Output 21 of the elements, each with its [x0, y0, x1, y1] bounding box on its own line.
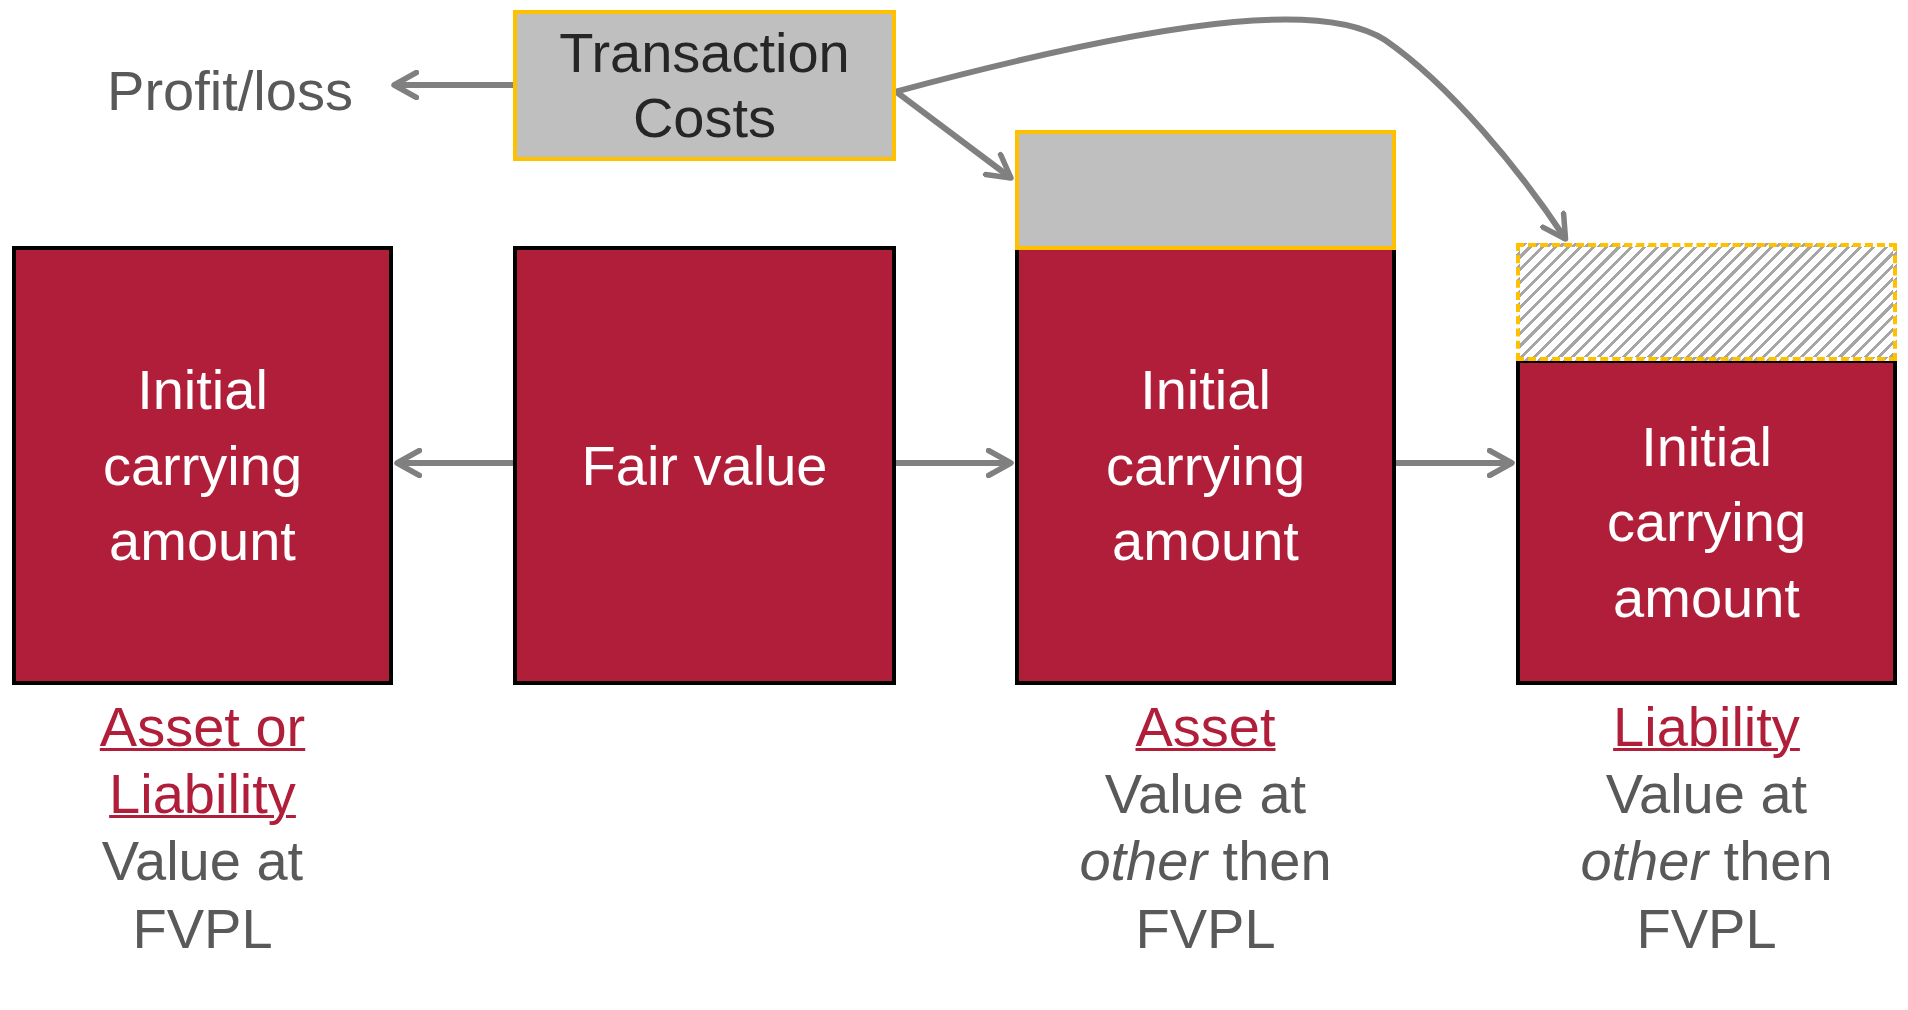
arrow [394, 447, 513, 479]
box-text: Initial carrying amount [1104, 357, 1307, 575]
measurement-note: Value at FVPL [100, 828, 305, 962]
box-text: Initial carrying amount [1605, 413, 1808, 631]
arrow [1396, 447, 1515, 479]
arrow [896, 447, 1014, 479]
hatched-box [1516, 243, 1897, 361]
cost-box [1015, 130, 1396, 250]
arrow [391, 69, 513, 101]
box-text: Transaction Costs [558, 21, 851, 150]
measurement-note: Value at other then FVPL [1078, 761, 1333, 962]
category-heading: Asset or Liability [98, 694, 307, 828]
text-label: Profit/loss [70, 50, 390, 130]
category-heading: Asset [1134, 694, 1277, 760]
category-heading: Liability [1612, 694, 1801, 760]
arrow [895, 16, 1569, 242]
cost-box [513, 10, 896, 161]
measurement-note: Value at other then FVPL [1579, 761, 1834, 962]
box-text: Fair value [580, 432, 829, 499]
box-text: Initial carrying amount [101, 357, 304, 575]
value-box [513, 246, 896, 685]
